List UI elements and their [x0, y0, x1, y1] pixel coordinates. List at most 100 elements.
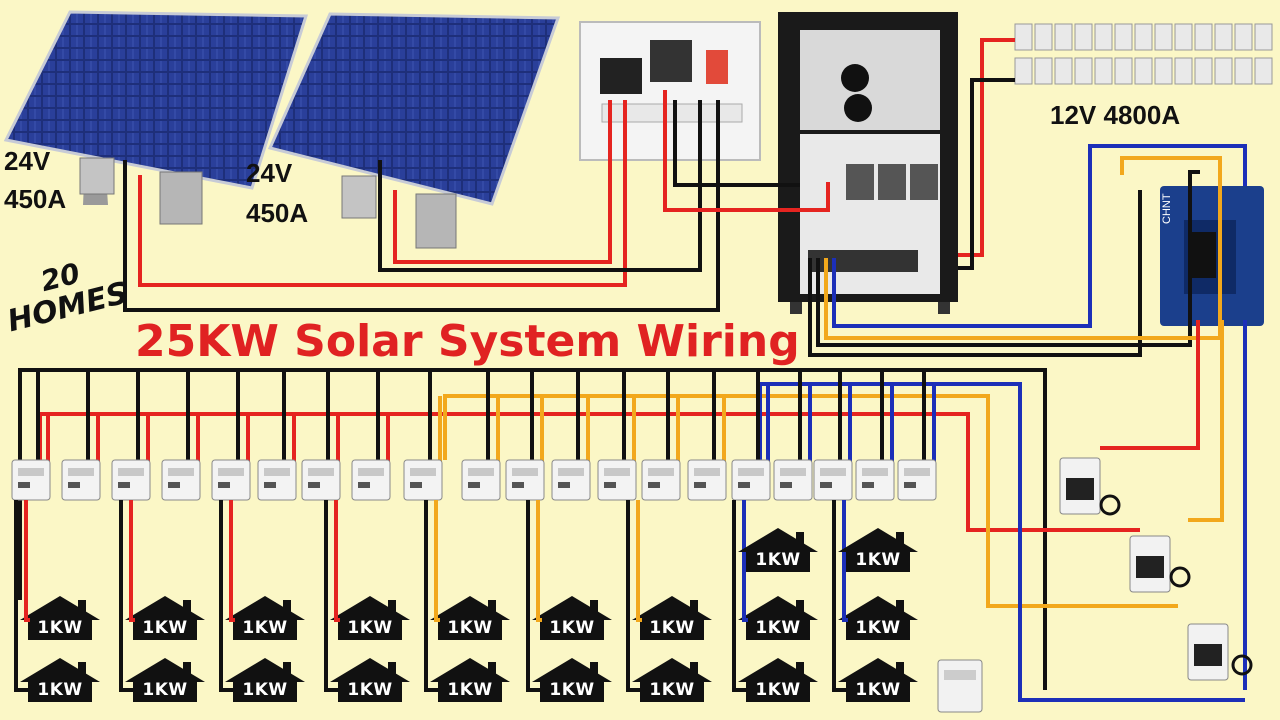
house-icon [125, 658, 205, 702]
battery-icon [1234, 57, 1253, 85]
battery-icon [1254, 57, 1273, 85]
energy-meter-icon [551, 459, 591, 501]
house-icon [838, 528, 918, 572]
battery-icon [1254, 23, 1273, 51]
solar-panel-1 [3, 10, 309, 225]
energy-meter-icon [257, 459, 297, 501]
battery-icon [1014, 57, 1033, 85]
circuit-breaker: CHNT [1160, 186, 1264, 326]
inverter-cabinet [778, 12, 958, 314]
house-icon [20, 596, 100, 640]
energy-meter-icon [855, 459, 895, 501]
house-label: 1KW [549, 680, 595, 700]
house-label: 1KW [37, 618, 83, 638]
battery-bank [1014, 23, 1273, 85]
house-icon [738, 658, 818, 702]
house-label: 1KW [855, 680, 901, 700]
houses [14, 500, 918, 702]
house-label: 1KW [855, 550, 901, 570]
house-icon [632, 658, 712, 702]
battery-icon [1214, 57, 1233, 85]
panel-2-current: 450A [246, 198, 309, 228]
panel-wires [123, 38, 1247, 357]
energy-meter-icon [11, 459, 51, 501]
battery-bank-label: 12V 4800A [1050, 100, 1181, 130]
battery-icon [1174, 23, 1193, 51]
house-icon [125, 596, 205, 640]
solar-panel-2 [267, 12, 561, 249]
energy-meter-icon [731, 459, 771, 501]
energy-meter-icon [61, 459, 101, 501]
energy-meter-icon [461, 459, 501, 501]
energy-meter-icon [897, 459, 937, 501]
energy-meter-icon [211, 459, 251, 501]
battery-icon [1134, 57, 1153, 85]
battery-icon [1034, 57, 1053, 85]
battery-icon [1114, 57, 1133, 85]
power-monitor-icon [1187, 623, 1253, 681]
battery-icon [1214, 23, 1233, 51]
house-label: 1KW [755, 618, 801, 638]
house-label: 1KW [649, 618, 695, 638]
house-label: 1KW [447, 618, 493, 638]
power-monitor-icon [1129, 535, 1191, 593]
energy-meter-icon [641, 459, 681, 501]
house-label: 1KW [347, 680, 393, 700]
house-label: 1KW [755, 680, 801, 700]
panel-1-current: 450A [4, 184, 67, 214]
energy-meter-icon [597, 459, 637, 501]
battery-icon [1054, 57, 1073, 85]
house-icon [738, 596, 818, 640]
house-label: 1KW [242, 680, 288, 700]
combiner-box [579, 21, 761, 161]
battery-icon [1114, 23, 1133, 51]
battery-icon [1014, 23, 1033, 51]
panel-2-voltage: 24V [246, 158, 293, 188]
battery-icon [1174, 57, 1193, 85]
house-icon [330, 596, 410, 640]
house-icon [430, 658, 510, 702]
house-label: 1KW [142, 680, 188, 700]
battery-icon [1074, 23, 1093, 51]
house-icon [532, 658, 612, 702]
house-icon [738, 528, 818, 572]
house-icon [225, 596, 305, 640]
house-icon [838, 596, 918, 640]
energy-meters [11, 459, 937, 501]
battery-icon [1094, 57, 1113, 85]
house-label: 1KW [347, 618, 393, 638]
energy-meter-icon [161, 459, 201, 501]
house-label: 1KW [242, 618, 288, 638]
battery-icon [1154, 23, 1173, 51]
energy-meter-icon [111, 459, 151, 501]
energy-meter-icon [505, 459, 545, 501]
house-icon [838, 658, 918, 702]
battery-icon [1194, 57, 1213, 85]
house-label: 1KW [855, 618, 901, 638]
house-icon [430, 596, 510, 640]
house-icon [632, 596, 712, 640]
battery-icon [1034, 23, 1053, 51]
breaker-brand: CHNT [1161, 193, 1173, 224]
battery-icon [1194, 23, 1213, 51]
energy-meter-icon [403, 459, 443, 501]
house-label: 1KW [649, 680, 695, 700]
house-icon [330, 658, 410, 702]
panel-1-voltage: 24V [4, 146, 51, 176]
page-title: 25KW Solar System Wiring [135, 316, 800, 367]
house-label: 1KW [37, 680, 83, 700]
energy-meter-icon [687, 459, 727, 501]
battery-icon [1234, 23, 1253, 51]
energy-meter-icon [813, 459, 853, 501]
battery-icon [1074, 57, 1093, 85]
battery-icon [1094, 23, 1113, 51]
energy-meter-icon [301, 459, 341, 501]
energy-meter-icon [351, 459, 391, 501]
battery-icon [1054, 23, 1073, 51]
battery-icon [1134, 23, 1153, 51]
house-label: 1KW [755, 550, 801, 570]
house-icon [532, 596, 612, 640]
battery-icon [1154, 57, 1173, 85]
energy-meter-icon [773, 459, 813, 501]
